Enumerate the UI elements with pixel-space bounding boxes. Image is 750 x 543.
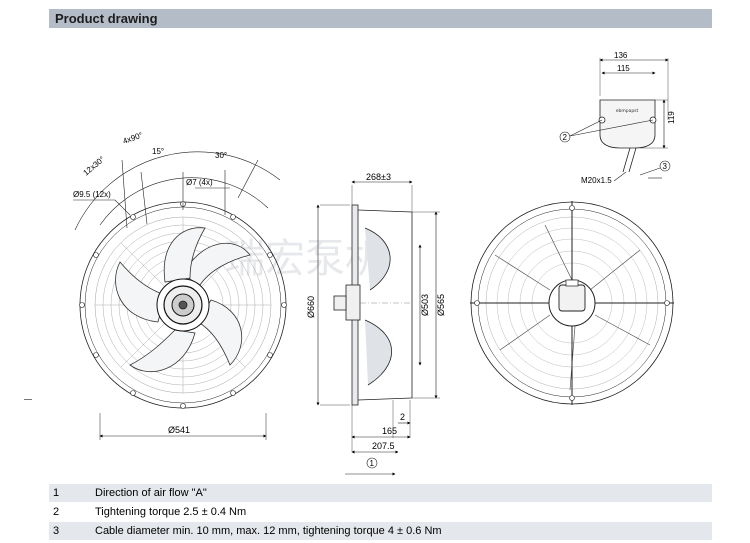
note-number: 1	[53, 487, 60, 499]
dim-angle-4x90: 4x90°	[122, 130, 144, 145]
note-row: 2 Tightening torque 2.5 ± 0.4 Nm	[49, 503, 712, 521]
dim-w2: 2	[400, 412, 405, 422]
notes-table: 1 Direction of air flow "A" 2 Tightening…	[49, 484, 712, 541]
dim-w165: 165	[382, 426, 397, 436]
dim-angle-12x30: 12x30°	[82, 155, 107, 178]
dim-angle-15: 15°	[152, 147, 164, 156]
dim-w115: 115	[617, 64, 630, 73]
terminal-box-logo: ebmpapst	[616, 108, 639, 114]
callout-1: 1	[370, 459, 375, 468]
note-text: Tightening torque 2.5 ± 0.4 Nm	[95, 506, 247, 518]
callout-2: 2	[563, 133, 568, 142]
note-row: 1 Direction of air flow "A"	[49, 484, 712, 502]
dim-d503: Ø503	[420, 294, 430, 316]
dim-w136: 136	[614, 51, 628, 60]
dim-d660: Ø660	[306, 296, 316, 318]
dim-w268: 268±3	[366, 172, 391, 182]
margin-mark	[24, 399, 32, 400]
dim-d95: Ø9.5 (12x)	[73, 190, 111, 199]
dim-w2075: 207.5	[372, 441, 395, 451]
front-view	[73, 151, 287, 440]
page-title: Product drawing	[55, 11, 158, 26]
note-text: Direction of air flow "A"	[95, 487, 207, 499]
note-number: 2	[53, 506, 60, 518]
rear-view	[470, 201, 674, 405]
dim-angle-30: 30°	[215, 151, 227, 160]
note-text: Cable diameter min. 10 mm, max. 12 mm, t…	[95, 525, 442, 537]
side-view	[316, 180, 440, 476]
note-number: 3	[53, 525, 60, 537]
terminal-box	[559, 58, 671, 182]
product-drawing: 瑞宏泵机	[73, 51, 676, 476]
callout-3: 3	[663, 162, 668, 171]
dim-h119: 119	[667, 111, 676, 124]
dim-m20: M20x1.5	[581, 176, 612, 185]
dim-d565: Ø565	[436, 294, 446, 316]
watermark-text: 瑞宏泵机	[225, 236, 385, 282]
header-bar: Product drawing	[49, 9, 712, 28]
dim-d541: Ø541	[168, 425, 190, 435]
dim-d7: Ø7 (4x)	[186, 178, 213, 187]
note-row: 3 Cable diameter min. 10 mm, max. 12 mm,…	[49, 522, 712, 540]
